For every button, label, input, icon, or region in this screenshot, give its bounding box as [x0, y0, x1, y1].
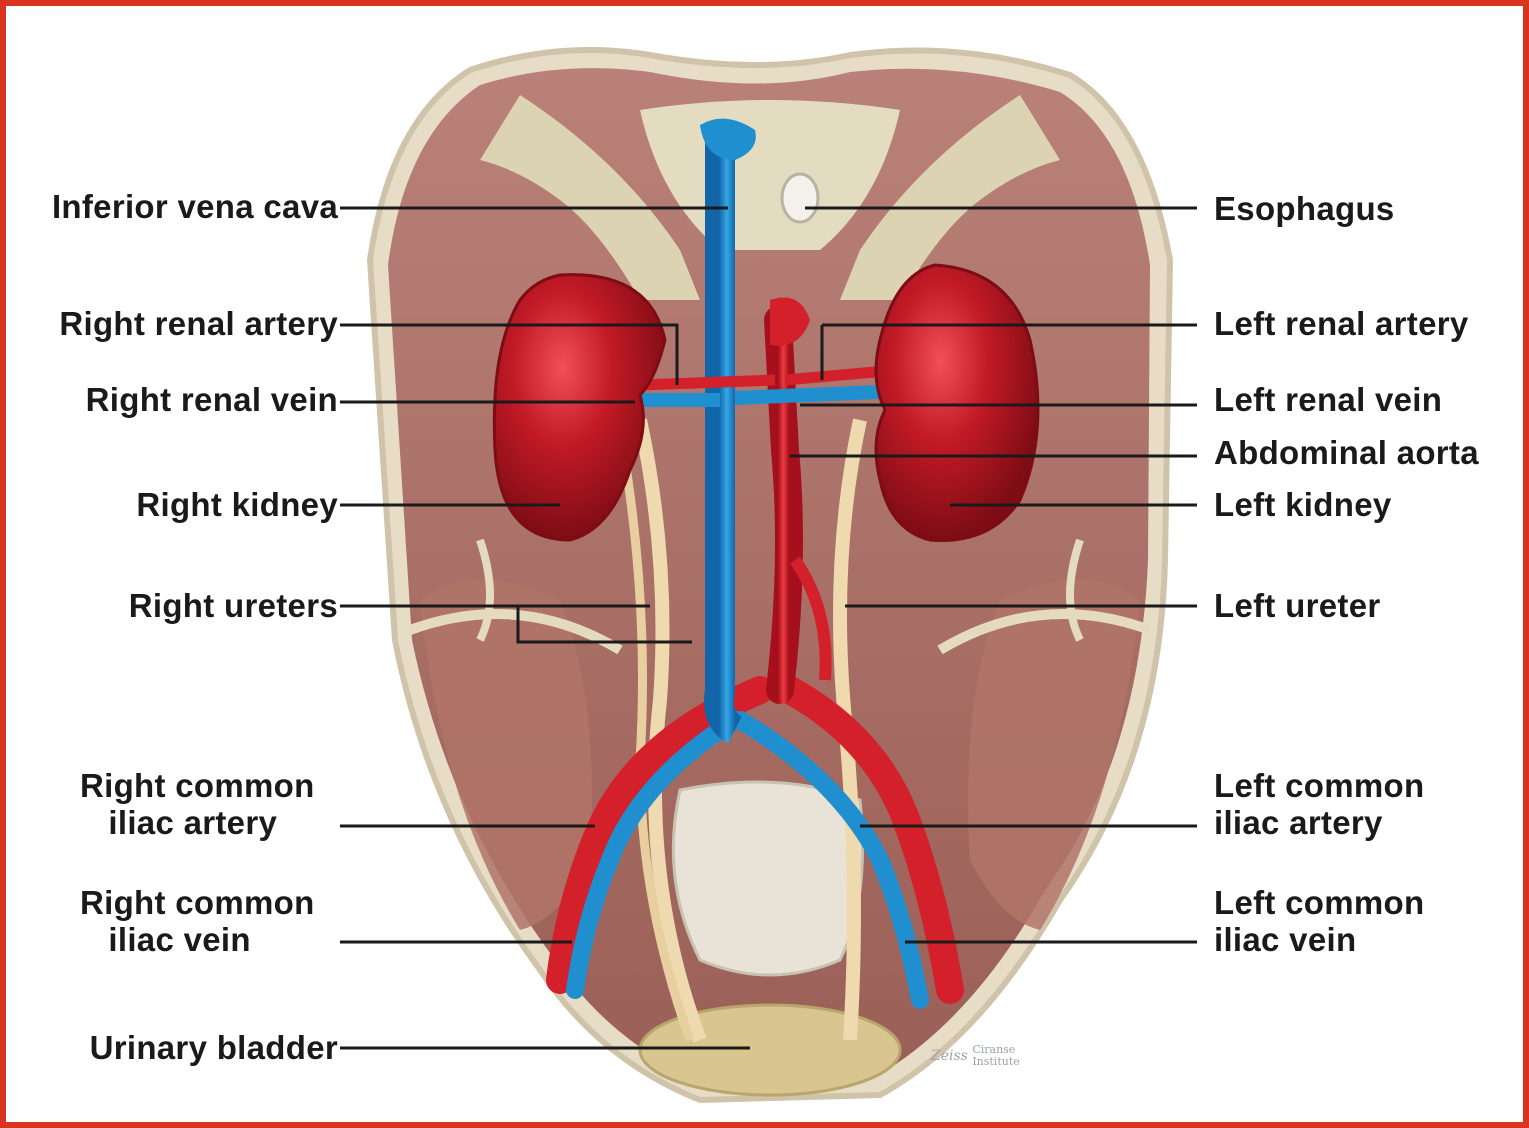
label-urinary-bladder: Urinary bladder	[12, 1029, 338, 1066]
illustrator-signature: Zeiss Ciranse Institute	[931, 1044, 1020, 1068]
label-left-common-iliac-vein: Left common iliac vein	[1214, 884, 1424, 958]
label-esophagus: Esophagus	[1214, 190, 1395, 227]
label-left-renal-artery: Left renal artery	[1214, 305, 1469, 342]
right-renal-artery	[640, 380, 775, 385]
signature-mark: Zeiss	[931, 1048, 968, 1064]
label-inferior-vena-cava: Inferior vena cava	[12, 188, 338, 225]
label-left-kidney: Left kidney	[1214, 486, 1392, 523]
label-right-common-iliac-vein: Right common iliac vein	[80, 884, 315, 958]
left-renal-vein	[735, 392, 880, 398]
label-abdominal-aorta: Abdominal aorta	[1214, 434, 1479, 471]
label-left-ureter: Left ureter	[1214, 587, 1381, 624]
left-kidney	[876, 265, 1038, 541]
label-right-renal-artery: Right renal artery	[12, 305, 338, 342]
label-left-common-iliac-artery: Left common iliac artery	[1214, 767, 1424, 841]
label-left-renal-vein: Left renal vein	[1214, 381, 1442, 418]
sacrum	[673, 782, 862, 975]
signature-line-2: Institute	[972, 1055, 1019, 1068]
signature-institute: Ciranse Institute	[972, 1044, 1019, 1068]
inferior-vena-cava	[719, 135, 735, 730]
label-right-renal-vein: Right renal vein	[12, 381, 338, 418]
esophagus	[782, 174, 818, 222]
label-right-common-iliac-artery: Right common iliac artery	[80, 767, 315, 841]
label-right-kidney: Right kidney	[12, 486, 338, 523]
label-right-ureters: Right ureters	[12, 587, 338, 624]
